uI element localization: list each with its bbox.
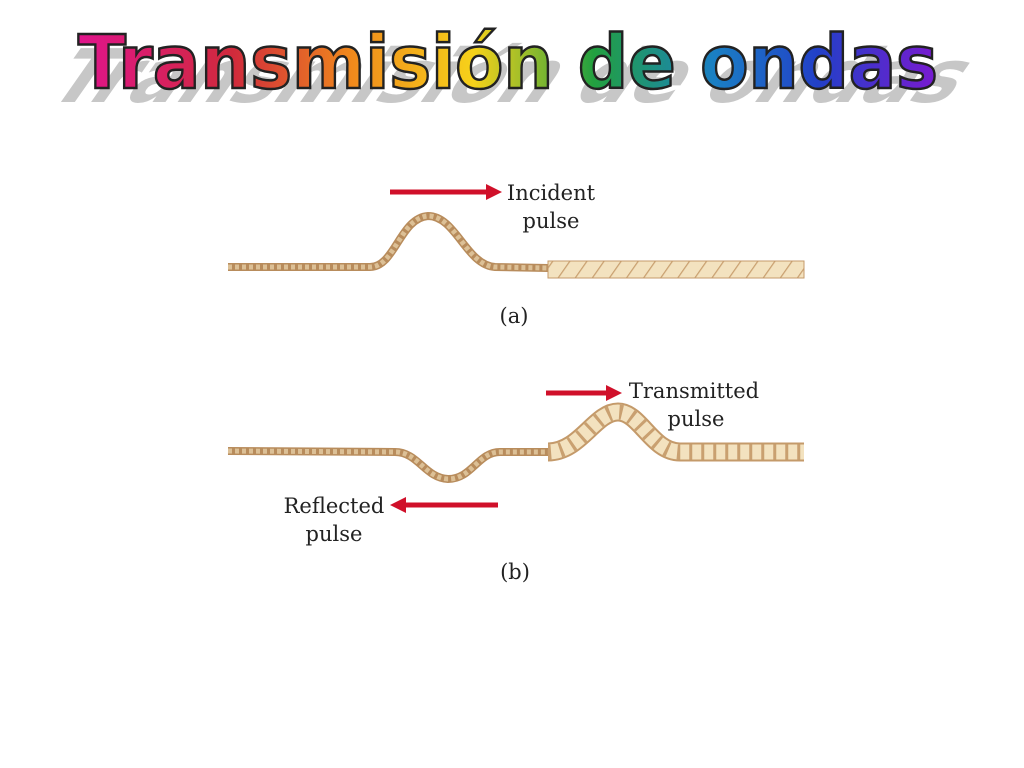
thin-rope-b — [227, 447, 548, 484]
title-banner: Transmisión de ondas Transmisión de onda… — [0, 0, 1024, 110]
panel-b: Transmitted pulse Reflected pulse (b) — [227, 379, 804, 584]
incident-label-line2: pulse — [523, 209, 580, 233]
title-graphic: Transmisión de ondas Transmisión de onda… — [30, 19, 996, 110]
title-shadow: Transmisión de ondas — [30, 34, 996, 110]
caption-b: (b) — [500, 560, 530, 584]
reflected-label-line1: Reflected — [284, 494, 385, 518]
reflected-arrow — [390, 497, 498, 513]
transmitted-arrow — [546, 385, 622, 401]
reflected-label-line2: pulse — [306, 522, 363, 546]
transmitted-label-line1: Transmitted — [629, 379, 759, 403]
incident-label-line1: Incident — [507, 181, 596, 205]
caption-a: (a) — [500, 304, 529, 328]
thin-rope-a — [228, 211, 549, 272]
incident-arrow — [390, 184, 502, 200]
page-title: Transmisión de ondas — [78, 20, 938, 106]
thick-rope-a — [547, 260, 805, 279]
panel-a: Incident pulse (a) — [228, 181, 805, 328]
transmitted-label-line2: pulse — [668, 407, 725, 431]
